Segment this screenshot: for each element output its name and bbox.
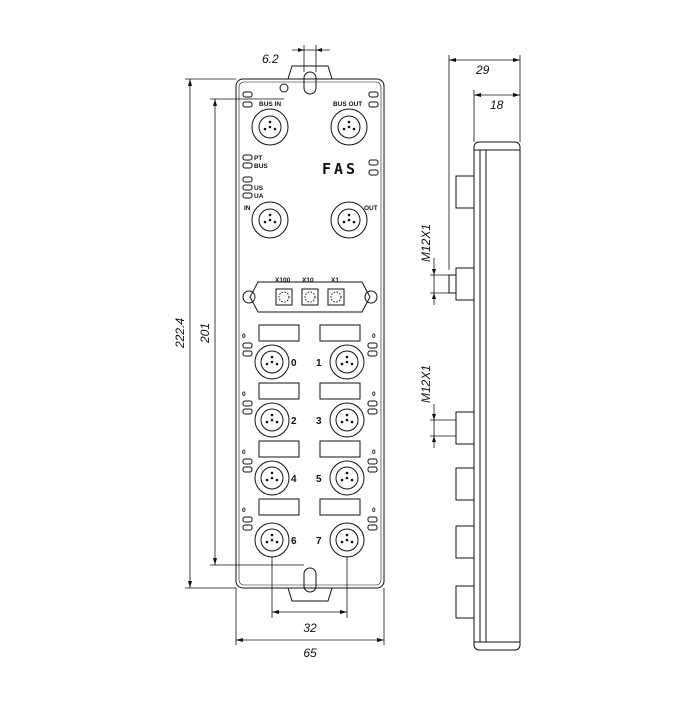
dim-total-width: 65 [303, 646, 317, 660]
bus-in-connector [251, 108, 289, 146]
dim-side-depth-inner: 18 [490, 98, 504, 112]
side-dimension-lines [430, 55, 521, 448]
side-connector-6 [455, 585, 475, 619]
module-body-inner [238, 81, 382, 586]
dim-thread-top: M12X1 [419, 224, 433, 262]
front-dimension-arrows [188, 48, 384, 642]
connector-pins [263, 120, 356, 544]
side-connector-1 [455, 175, 475, 209]
in-label: IN [244, 205, 251, 212]
power-in-connector [251, 201, 289, 239]
pt-led-label: PT [254, 155, 262, 162]
dim-side-depth: 29 [475, 63, 490, 77]
side-connector-5 [455, 525, 475, 559]
front-view [235, 65, 385, 602]
address-switch-panel [249, 281, 371, 313]
port-number-0: 0 [291, 358, 297, 369]
port-number-2: 2 [291, 416, 297, 427]
x10-label: X10 [302, 277, 314, 284]
led-label-1: 0 [372, 333, 376, 340]
led-label-0: 0 [242, 333, 246, 340]
dim-hole-offset: 6.2 [262, 52, 279, 66]
port-number-4: 4 [291, 474, 297, 485]
module-body [235, 78, 385, 589]
side-connector-3 [455, 411, 475, 445]
us-led-label: US [254, 185, 264, 192]
x1-label: X1 [331, 277, 339, 284]
dim-hole-spacing: 201 [198, 323, 212, 344]
led-label-4: 0 [242, 449, 246, 456]
switch-panel-screw-left [242, 290, 256, 304]
rotary-switch-x10 [301, 288, 319, 306]
bus-out-connector [330, 108, 368, 146]
top-mount-tab [287, 65, 333, 80]
top-mount-slot [303, 71, 317, 95]
top-screw-hole [279, 83, 289, 93]
dim-thread-bottom: M12X1 [419, 365, 433, 403]
side-dimension-arrows [432, 58, 520, 442]
io-port-4 [254, 460, 290, 496]
bus-in-label: BUS IN [259, 101, 281, 108]
side-connector-2 [455, 267, 475, 301]
bottom-mount-slot [303, 567, 317, 593]
side-connector-4 [455, 467, 475, 501]
front-dimension-lines [185, 45, 385, 645]
dim-port-spacing: 32 [303, 621, 317, 635]
port-number-1: 1 [316, 358, 322, 369]
brand-logo: FAS [322, 160, 358, 178]
rotary-switch-x100 [275, 288, 293, 306]
port-number-3: 3 [316, 416, 322, 427]
bus-leds [242, 91, 379, 176]
port-number-5: 5 [316, 474, 322, 485]
port-label-windows [258, 324, 361, 516]
led-label-7: 0 [372, 507, 376, 514]
side-body [473, 141, 521, 651]
power-out-connector [330, 201, 368, 239]
out-label: OUT [364, 205, 378, 212]
led-label-2: 0 [242, 391, 246, 398]
io-port-3 [329, 402, 365, 438]
ua-led-label: UA [254, 193, 264, 200]
bus-led-label: BUS [254, 163, 268, 170]
rotary-switch-x1 [327, 288, 345, 306]
switch-panel-screw-right [364, 290, 378, 304]
io-port-5 [329, 460, 365, 496]
dim-total-height: 222.4 [173, 318, 187, 349]
io-port-1 [329, 344, 365, 380]
bus-out-label: BUS OUT [333, 101, 362, 108]
led-label-3: 0 [372, 391, 376, 398]
led-label-6: 0 [242, 507, 246, 514]
bottom-mount-tab [287, 587, 333, 602]
port-number-6: 6 [291, 536, 297, 547]
io-port-2 [254, 402, 290, 438]
side-view [448, 141, 521, 651]
port-leds [242, 342, 378, 531]
port-number-7: 7 [316, 536, 322, 547]
io-port-0 [254, 344, 290, 380]
status-leds [242, 154, 253, 199]
x100-label: X100 [275, 277, 291, 284]
led-label-5: 0 [372, 449, 376, 456]
